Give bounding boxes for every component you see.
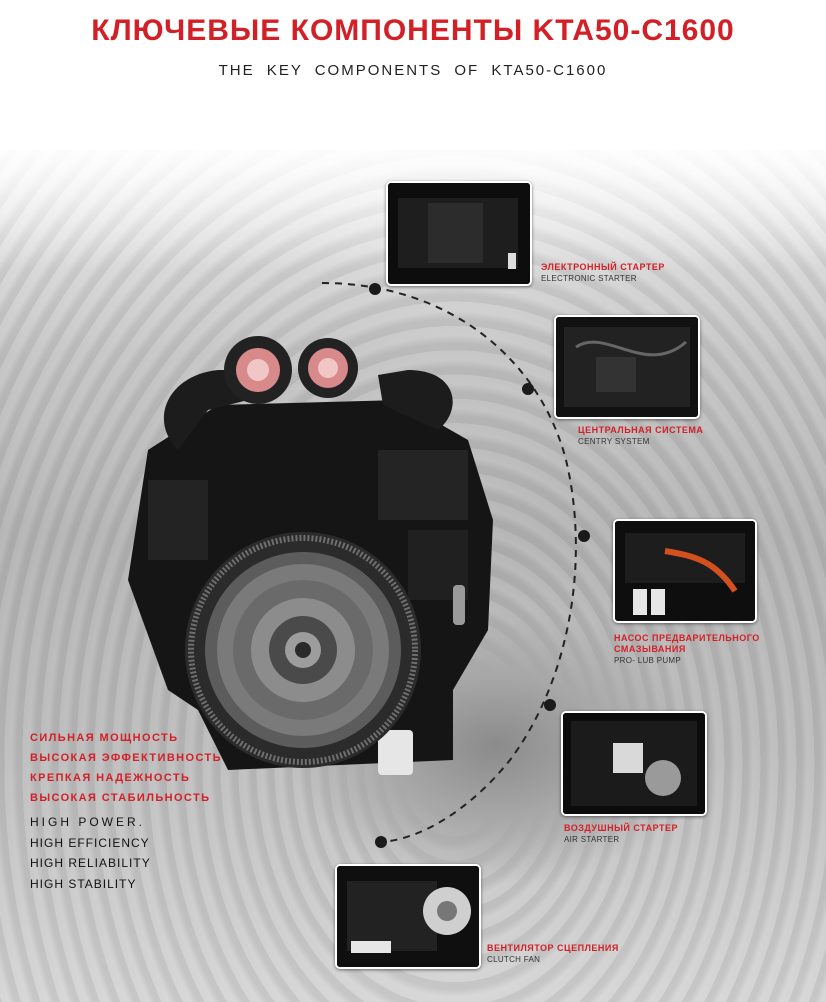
thumb-pro-lub-pump bbox=[613, 519, 757, 623]
slogans-en: HIGH POWER. HIGH EFFICIENCY HIGH RELIABI… bbox=[30, 815, 151, 897]
slogan-en-3: HIGH RELIABILITY bbox=[30, 856, 151, 870]
slogan-ru-1: СИЛЬНАЯ МОЩНОСТЬ bbox=[30, 732, 179, 744]
slogan-ru-3: КРЕПКАЯ НАДЕЖНОСТЬ bbox=[30, 772, 191, 784]
arc-node-2 bbox=[522, 383, 534, 395]
caption-pro-lub-pump: НАСОС ПРЕДВАРИТЕЛЬНОГО СМАЗЫВАНИЯ PRO- L… bbox=[614, 633, 760, 665]
slogan-en-2: HIGH EFFICIENCY bbox=[30, 835, 150, 850]
slogan-ru-2: ВЫСОКАЯ ЭФФЕКТИВНОСТЬ bbox=[30, 752, 222, 764]
thumb-air-starter bbox=[561, 711, 707, 816]
caption-electronic-starter: ЭЛЕКТРОННЫЙ СТАРТЕР ELECTRONIC STARTER bbox=[541, 262, 665, 283]
slogans-ru: СИЛЬНАЯ МОЩНОСТЬ ВЫСОКАЯ ЭФФЕКТИВНОСТЬ К… bbox=[30, 732, 222, 812]
slogan-ru-4: ВЫСОКАЯ СТАБИЛЬНОСТЬ bbox=[30, 792, 211, 804]
caption-air-starter: ВОЗДУШНЫЙ СТАРТЕР AIR STARTER bbox=[564, 823, 678, 844]
arc-node-5 bbox=[375, 836, 387, 848]
page-title-en: THE KEY COMPONENTS OF KTA50-C1600 bbox=[218, 62, 608, 79]
caption-centry-system: ЦЕНТРАЛЬНАЯ СИСТЕМА CENTRY SYSTEM bbox=[578, 425, 704, 446]
thumb-clutch-fan bbox=[335, 864, 481, 969]
arc-node-1 bbox=[369, 283, 381, 295]
slogan-en-1: HIGH POWER. bbox=[30, 815, 146, 829]
thumb-centry-system bbox=[554, 315, 700, 419]
caption-clutch-fan: ВЕНТИЛЯТОР СЦЕПЛЕНИЯ CLUTCH FAN bbox=[487, 943, 619, 964]
thumb-electronic-starter bbox=[386, 181, 532, 286]
engine-image bbox=[128, 336, 493, 775]
arc-node-4 bbox=[544, 699, 556, 711]
page-title-ru: КЛЮЧЕВЫЕ КОМПОНЕНТЫ KTA50-C1600 bbox=[91, 14, 735, 47]
slogan-en-4: HIGH STABILITY bbox=[30, 876, 137, 891]
arc-node-3 bbox=[578, 530, 590, 542]
